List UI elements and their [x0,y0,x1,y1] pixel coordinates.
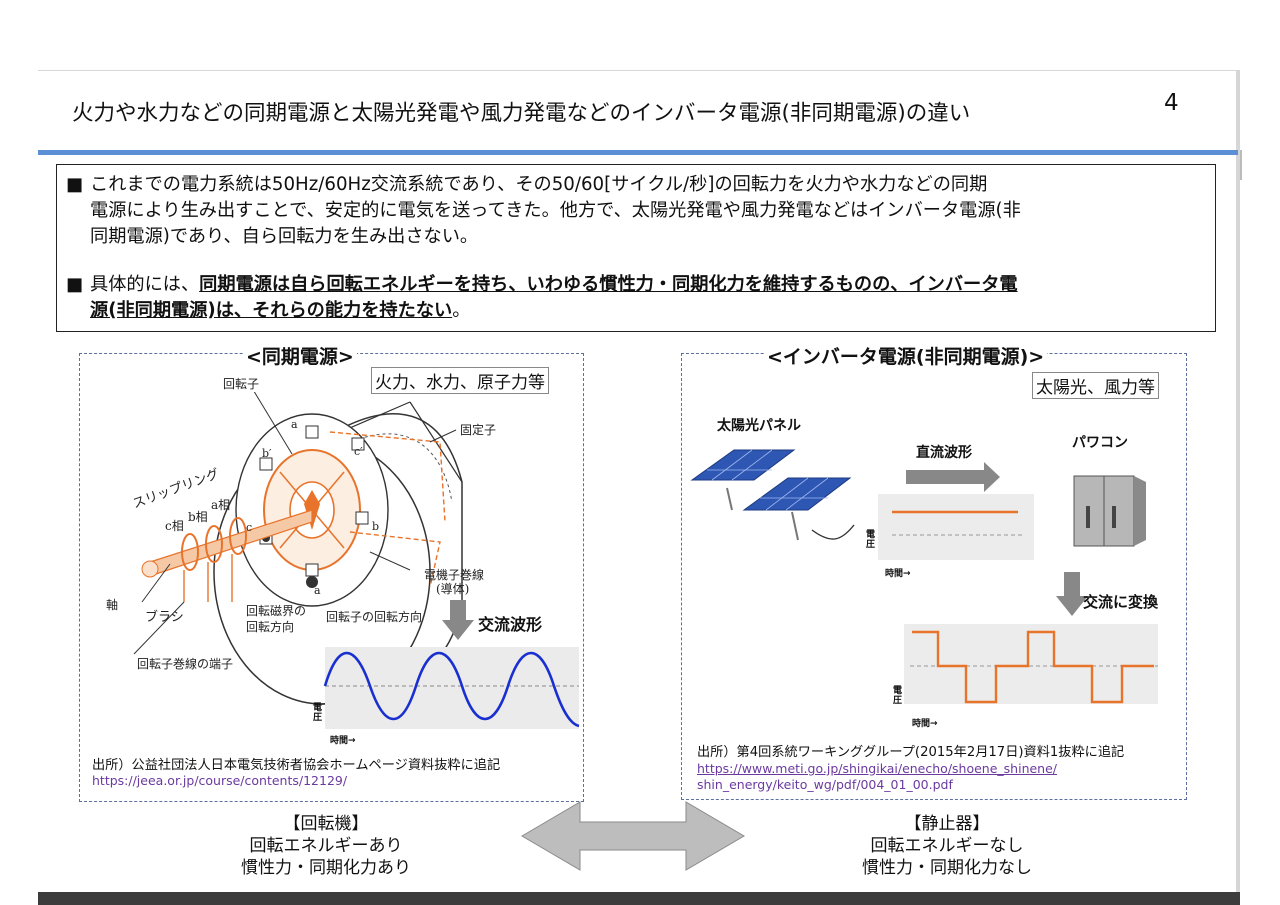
inverter-panel-heading: <インバータ電源(非同期電源)> [764,342,1048,369]
ac-axis-voltage: 電圧 [313,703,323,723]
label-rotor-dir: 回転子の回転方向 [326,610,423,624]
ac-wave-label: 交流波形 [478,615,543,634]
double-arrow-icon [521,801,745,871]
page-title: 火力や水力などの同期電源と太陽光発電や風力発電などのインバータ電源(非同期電源)… [72,101,971,126]
label-b-phase: b相 [188,510,208,524]
bullet-2-emphasis-1: 同期電源は自ら回転エネルギーを持ち、いわゆる慣性力・同期化力を維持するものの、イ… [199,274,1018,295]
label-rotor: 回転子 [223,377,260,391]
bullet-2-line-2: 源(非同期電源)は、それらの能力を持たない。 [90,298,1214,324]
bullet-2: ■ 具体的には、同期電源は自ら回転エネルギーを持ち、いわゆる慣性力・同期化力を維… [66,272,1214,324]
label-b-prime: b′ [262,447,272,460]
title-rule [38,150,1238,155]
solar-panel-label: 太陽光パネル [717,418,801,434]
sync-panel-tag: 火力、水力、原子力等 [371,367,549,394]
bullet-2-prefix: 具体的には、 [90,274,200,295]
label-winding-2: (導体) [436,582,470,596]
bullet-1-line-3: 同期電源)であり、自ら回転力を生み出さない。 [90,226,479,247]
generator-diagram [133,392,580,729]
label-a-bottom: a [314,584,321,597]
dc-wave-label: 直流波形 [916,445,972,461]
dc-axis-voltage: 電圧 [866,530,876,550]
inverter-panel-tag: 太陽光、風力等 [1032,372,1159,399]
inverter-diagram [690,449,1158,704]
inverter-source: 出所）第4回系統ワーキンググループ(2015年2月17日)資料1抜粋に追記 [697,745,1125,760]
bullet-square-icon: ■ [66,174,84,195]
ac-axis-time: 時間→ [330,736,356,746]
bullet-2-line-1: 具体的には、同期電源は自ら回転エネルギーを持ち、いわゆる慣性力・同期化力を維持す… [90,272,1214,298]
static-caption-2: 回転エネルギーなし [870,836,1024,856]
slide-edge [1236,70,1240,892]
slide [38,70,1238,893]
label-b: b [372,520,380,533]
convert-label: 交流に変換 [1083,593,1159,611]
static-caption-1: 【静止器】 [904,814,990,834]
static-caption-3: 慣性力・同期化力なし [862,858,1032,878]
label-brush: ブラシ [145,610,184,625]
rotating-caption-3: 慣性力・同期化力あり [241,858,411,878]
sync-source: 出所）公益社団法人日本電気技術者協会ホームページ資料抜粋に追記 [92,758,501,773]
page-number: 4 [1164,90,1179,116]
rotating-caption-2: 回転エネルギーあり [249,836,403,856]
sync-source-link[interactable]: https://jeea.or.jp/course/contents/12129… [92,773,348,788]
label-winding-1: 電機子巻線 [424,568,485,582]
inverter-source-link-1[interactable]: https://www.meti.go.jp/shingikai/enecho/… [697,761,1058,776]
label-c-phase: c相 [165,519,184,533]
bullet-1-line-2: 電源により生み出すことで、安定的に電気を送ってきた。他方で、太陽光発電や風力発電… [90,200,1021,221]
sync-panel-heading: <同期電源> [243,342,357,369]
label-field-dir-2: 回転方向 [246,620,295,634]
pcs-label: パワコン [1072,435,1128,451]
scrollbar-thumb[interactable] [1240,150,1242,180]
bottom-bar [38,892,1240,905]
rotating-caption: 【回転機】 回転エネルギーあり 慣性力・同期化力あり [236,813,416,879]
label-terminal: 回転子巻線の端子 [137,657,234,671]
inverter-source-link-2[interactable]: shin_energy/keito_wg/pdf/004_01_00.pdf [697,777,953,792]
label-c: c [246,521,253,534]
bullet-2-end: 。 [452,300,471,321]
label-a-phase: a相 [211,498,231,512]
bullet-1: ■ これまでの電力系統は50Hz/60Hz交流系統であり、その50/60[サイク… [66,172,1214,250]
dc-axis-time: 時間→ [885,569,911,579]
ac-sq-axis-voltage: 電圧 [893,686,903,706]
bullet-1-line-1: これまでの電力系統は50Hz/60Hz交流系統であり、その50/60[サイクル/… [90,174,988,195]
summary-box [56,164,1216,332]
label-c-prime: c′ [354,445,363,458]
static-caption: 【静止器】 回転エネルギーなし 慣性力・同期化力なし [842,813,1052,879]
bullet-2-emphasis-2: 源(非同期電源)は、それらの能力を持たない [90,300,453,321]
bullet-square-icon: ■ [66,274,84,295]
label-a: a [291,418,298,431]
label-field-dir-1: 回転磁界の [246,604,307,618]
label-shaft: 軸 [106,598,119,612]
label-stator: 固定子 [460,423,497,437]
ac-sq-axis-time: 時間→ [912,719,938,729]
rotating-caption-1: 【回転機】 [283,814,369,834]
